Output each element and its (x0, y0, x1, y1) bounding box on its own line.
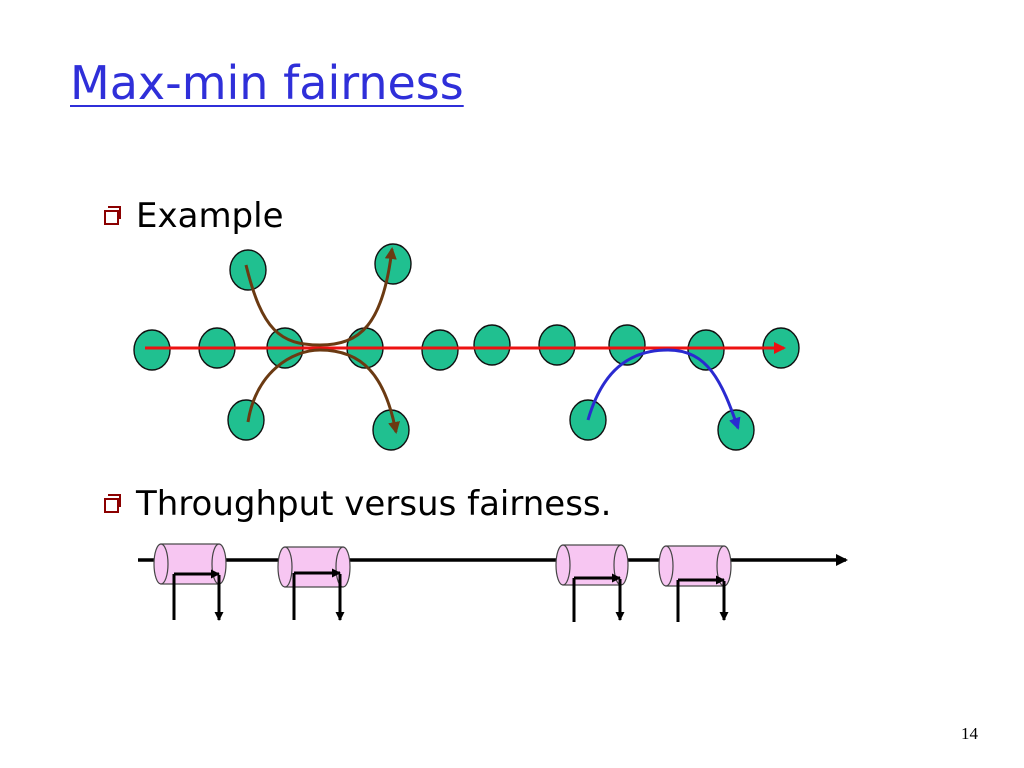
network-node-icon (133, 329, 171, 371)
hollow-square-bullet-icon (104, 494, 122, 514)
bullet-example: Example (104, 196, 284, 236)
network-node-icon (717, 409, 755, 451)
brown-flow-arrow (244, 247, 397, 347)
network-node-icon (374, 243, 412, 285)
router-queue-icon (555, 544, 629, 622)
network-node-icon (421, 329, 459, 371)
blue-flow-arrow (586, 348, 741, 430)
network-node-icon (227, 399, 265, 441)
network-node-icon (473, 324, 511, 366)
router-queue-icon (153, 543, 227, 621)
bullet-throughput: Throughput versus fairness. (104, 484, 611, 524)
network-node-icon (687, 329, 725, 371)
brown-flow-arrow (246, 348, 400, 434)
page-number: 14 (961, 724, 978, 743)
network-node-icon (538, 324, 576, 366)
slide-title: Max-min fairness (70, 56, 464, 110)
router-queue-icon (277, 546, 351, 621)
bullet-text: Example (136, 196, 284, 236)
router-queues (153, 543, 732, 622)
bullet-text: Throughput versus fairness. (136, 484, 612, 524)
router-queue-icon (658, 545, 732, 622)
hollow-square-bullet-icon (104, 206, 122, 226)
